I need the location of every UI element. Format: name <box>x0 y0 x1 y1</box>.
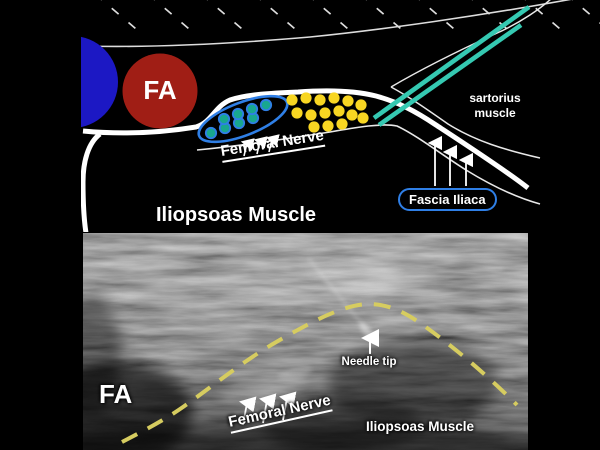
femoral-nerve-arrows <box>240 134 280 157</box>
anesthetic-dots <box>286 92 369 133</box>
fascia-iliaca-arrows <box>427 135 474 186</box>
sartorius-label-line2: muscle <box>474 106 516 120</box>
us-needle-tip-label: Needle tip <box>341 356 397 368</box>
fascia-iliaca-dashed-line <box>121 301 519 444</box>
fascia-iliaca-line <box>82 88 530 190</box>
artery-label: FA <box>143 75 177 105</box>
skin-hatch-pattern <box>100 0 600 35</box>
sartorius-upper-border <box>390 0 551 88</box>
us-iliopsoas-label: Iliopsoas Muscle <box>366 419 475 434</box>
skin-line <box>82 0 572 48</box>
us-artery-label: FA <box>99 379 133 409</box>
needle-icon <box>372 5 531 127</box>
iliopsoas-border-line <box>81 132 102 232</box>
sartorius-label-line1: sartorius <box>469 91 521 105</box>
iliopsoas-label: Iliopsoas Muscle <box>155 204 317 226</box>
diagram-graphic <box>81 0 600 232</box>
femoral-nerve-sheath <box>197 94 289 144</box>
sartorius-label: sartorius muscle <box>453 91 537 121</box>
fascia-iliaca-badge: Fascia Iliaca <box>398 188 497 211</box>
femoral-vein-shape <box>81 36 118 128</box>
sartorius-lower-border <box>390 86 541 159</box>
femoral-artery-shape <box>122 53 198 129</box>
ultrasound-panel: FA Needle tip Femoral Nerve Iliopsoas Mu… <box>43 233 563 450</box>
nerve-fascicles <box>204 98 273 140</box>
us-femoral-nerve-arrows <box>239 391 297 426</box>
ultrasound-image <box>43 233 563 450</box>
diagram-panel: FA Femoral Nerve sartorius muscle Fascia… <box>81 0 600 232</box>
